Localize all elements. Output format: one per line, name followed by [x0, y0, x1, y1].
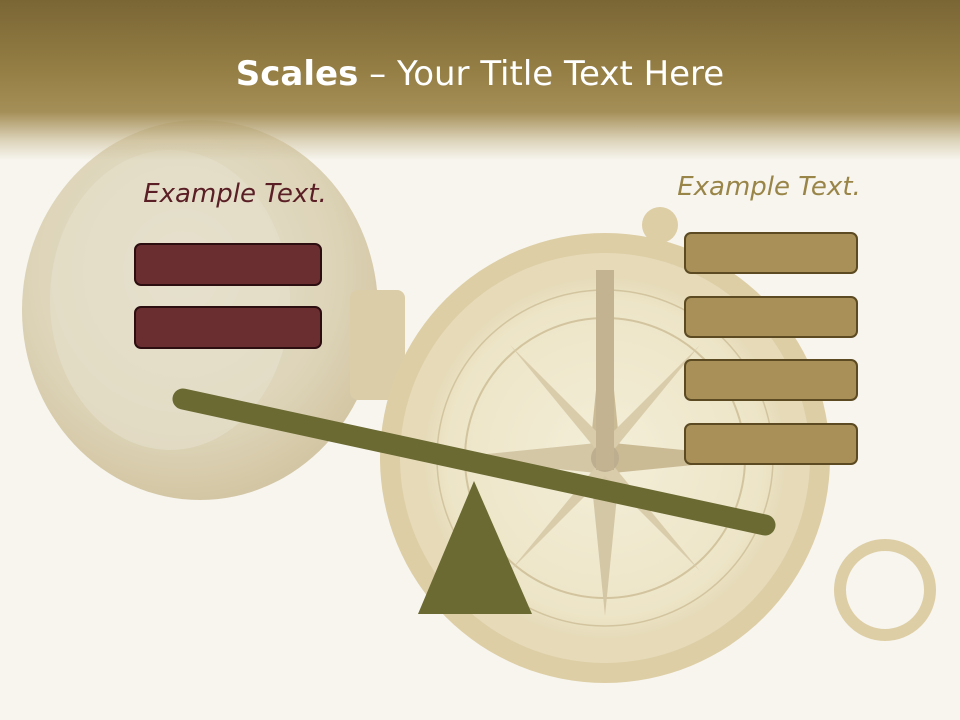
title-rest: – Your Title Text Here [358, 54, 725, 94]
title-bold-part: Scales [235, 54, 359, 94]
left-text-box [134, 243, 322, 286]
right-text-box [684, 232, 858, 274]
title-band [0, 0, 960, 160]
seesaw-fulcrum [418, 481, 532, 614]
right-label: Example Text. [677, 172, 861, 202]
seesaw-beam [172, 388, 776, 536]
right-text-box [684, 296, 858, 338]
right-text-box [684, 423, 858, 465]
left-text-box [134, 306, 322, 349]
slide-title: Scales – Your Title Text Here [0, 52, 960, 96]
left-label: Example Text. [143, 179, 327, 209]
right-text-box [684, 359, 858, 401]
